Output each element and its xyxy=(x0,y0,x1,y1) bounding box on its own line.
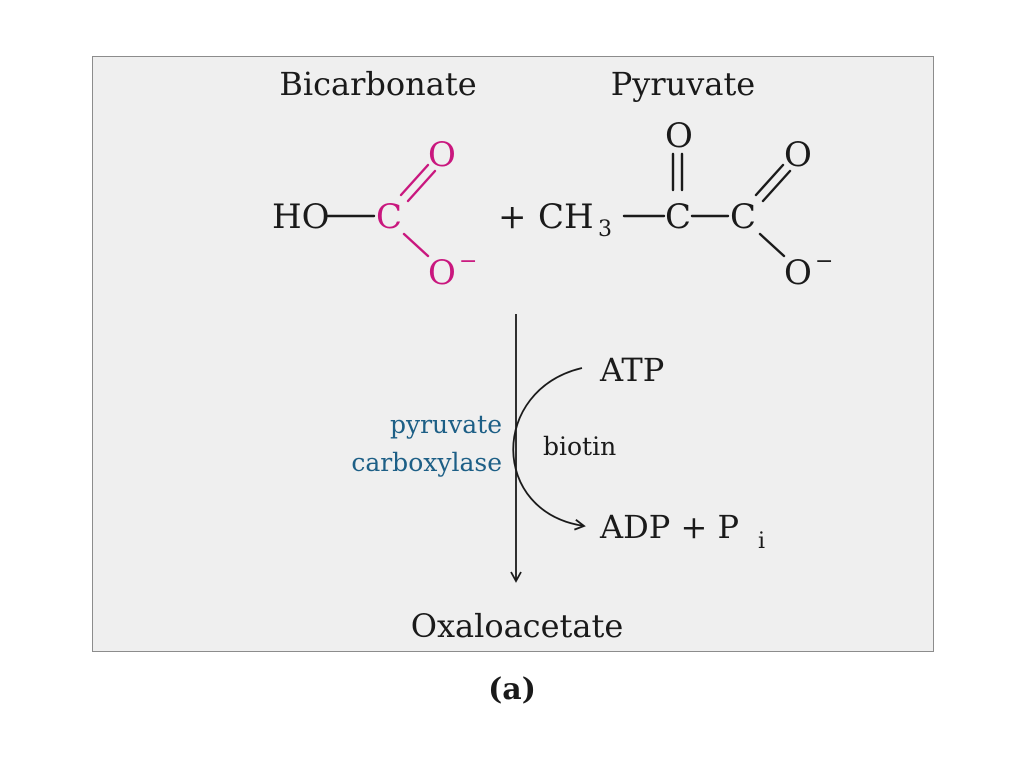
bond-carboxyl-double-b xyxy=(761,169,792,203)
atp-label: ATP xyxy=(599,351,664,389)
bicarbonate-hydroxyl: HO xyxy=(272,197,330,237)
pyruvate-charge: − xyxy=(815,249,833,274)
pyruvate-structure: CH 3 C C O O O − xyxy=(538,116,833,293)
bicarbonate-carbon: C xyxy=(376,197,402,237)
pyruvate-keto-oxygen: O xyxy=(665,116,693,156)
pyruvate-carboxyl-carbon: C xyxy=(730,197,756,237)
bicarbonate-carbonyl-oxygen: O xyxy=(428,135,456,175)
pyruvate-label: Pyruvate xyxy=(611,65,755,103)
pi-subscript: i xyxy=(758,529,765,554)
bond-c-o-double-a xyxy=(399,163,430,197)
adp-pi-label: ADP + P xyxy=(599,508,739,546)
pyruvate-anion-oxygen: O xyxy=(784,253,812,293)
bond-c-o-single xyxy=(402,232,430,258)
bicarbonate-label: Bicarbonate xyxy=(279,65,476,103)
bicarbonate-structure: HO C O O − xyxy=(272,135,477,293)
biotin-label: biotin xyxy=(543,432,616,461)
bicarbonate-anion-oxygen: O xyxy=(428,253,456,293)
cofactor-curved-arrow xyxy=(512,367,586,531)
pyruvate-keto-carbon: C xyxy=(665,197,691,237)
figure-caption: (a) xyxy=(488,672,536,707)
enzyme-label-line2: carboxylase xyxy=(351,448,502,477)
plus-sign: + xyxy=(498,197,527,237)
enzyme-label-line1: pyruvate xyxy=(390,410,502,439)
oxaloacetate-label: Oxaloacetate xyxy=(411,607,624,645)
bicarbonate-charge: − xyxy=(459,249,477,274)
pyruvate-methyl-subscript: 3 xyxy=(598,217,612,242)
bond-carboxyl-double-a xyxy=(754,163,785,197)
bond-carboxyl-single xyxy=(758,232,786,258)
bond-c-o-double-b xyxy=(406,169,437,203)
pyruvate-carbonyl-oxygen: O xyxy=(784,135,812,175)
pyruvate-methyl: CH xyxy=(538,197,594,237)
figure-panel xyxy=(92,56,934,652)
